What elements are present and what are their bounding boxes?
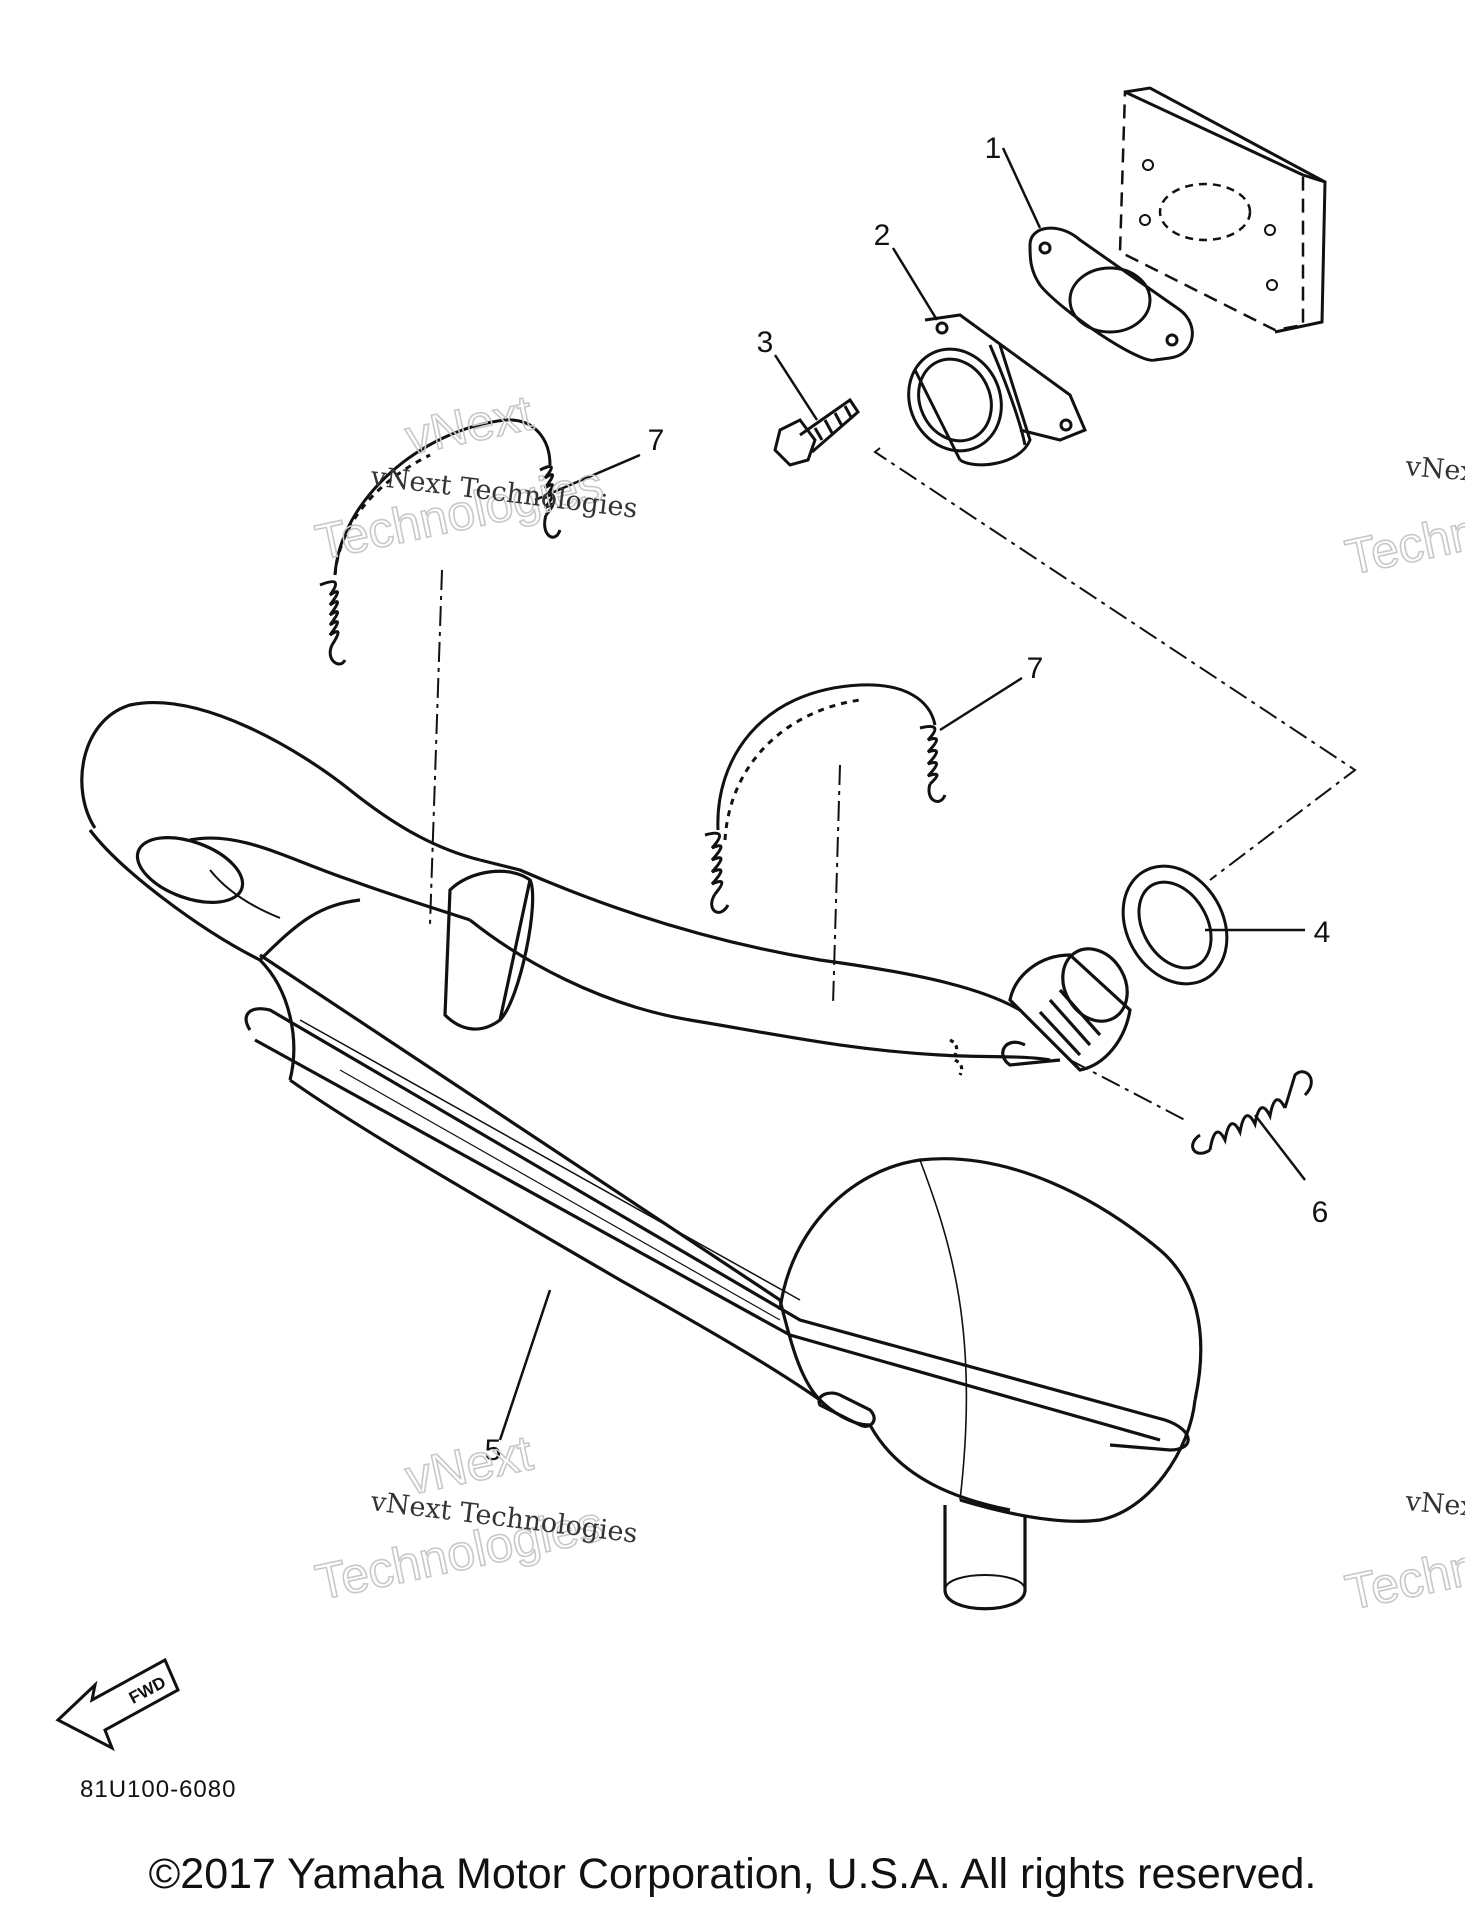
watermark-lower: vNext Technologies vNext Technologies bbox=[310, 1424, 639, 1612]
callout-6: 6 bbox=[1312, 1196, 1329, 1229]
watermark-right-lower-outline: Technologies bbox=[1341, 1505, 1465, 1620]
leader-lines bbox=[498, 147, 1306, 1441]
exhaust-joint-part-2 bbox=[907, 313, 1087, 467]
spring-part-6 bbox=[1191, 1070, 1313, 1155]
gasket-part-1 bbox=[1028, 226, 1194, 362]
callout-5: 5 bbox=[485, 1434, 502, 1467]
watermark-right-upper-text: vNext Technologies bbox=[1403, 451, 1465, 505]
watermark-right-upper-outline: Technologies bbox=[1341, 470, 1465, 585]
callout-4: 4 bbox=[1314, 916, 1331, 949]
bolt-part-3 bbox=[773, 397, 860, 467]
callout-1: 1 bbox=[985, 132, 1002, 165]
forward-direction-arrow: FWD bbox=[55, 1657, 180, 1752]
callout-3: 3 bbox=[757, 326, 774, 359]
cylinder-mount-block bbox=[1118, 86, 1327, 334]
spring-hook-part-7-middle bbox=[704, 683, 947, 914]
watermark-upper: vNext Technologies vNext Technologies bbox=[310, 384, 639, 572]
expansion-chamber-part-5 bbox=[80, 701, 1203, 1611]
gasket-ring-part-4 bbox=[1121, 864, 1229, 986]
watermark-right-lower-text: vNext Technologies bbox=[1403, 1486, 1465, 1540]
watermark-right-edge: vNext Technologies Technologies vNext Te… bbox=[1340, 451, 1465, 1622]
callout-numbers: 1 2 3 4 5 6 7 7 bbox=[485, 132, 1331, 1467]
assembly-lines bbox=[429, 447, 1357, 1121]
callout-7-upper: 7 bbox=[648, 424, 665, 457]
diagram-part-code: 81U100-6080 bbox=[80, 1776, 236, 1803]
spring-hook-part-7-upper bbox=[319, 418, 562, 666]
callout-2: 2 bbox=[874, 219, 891, 252]
watermark-upper-outline-line1: vNext bbox=[401, 384, 538, 465]
callout-7-middle: 7 bbox=[1027, 652, 1044, 685]
copyright-notice: ©2017 Yamaha Motor Corporation, U.S.A. A… bbox=[148, 1850, 1317, 1898]
